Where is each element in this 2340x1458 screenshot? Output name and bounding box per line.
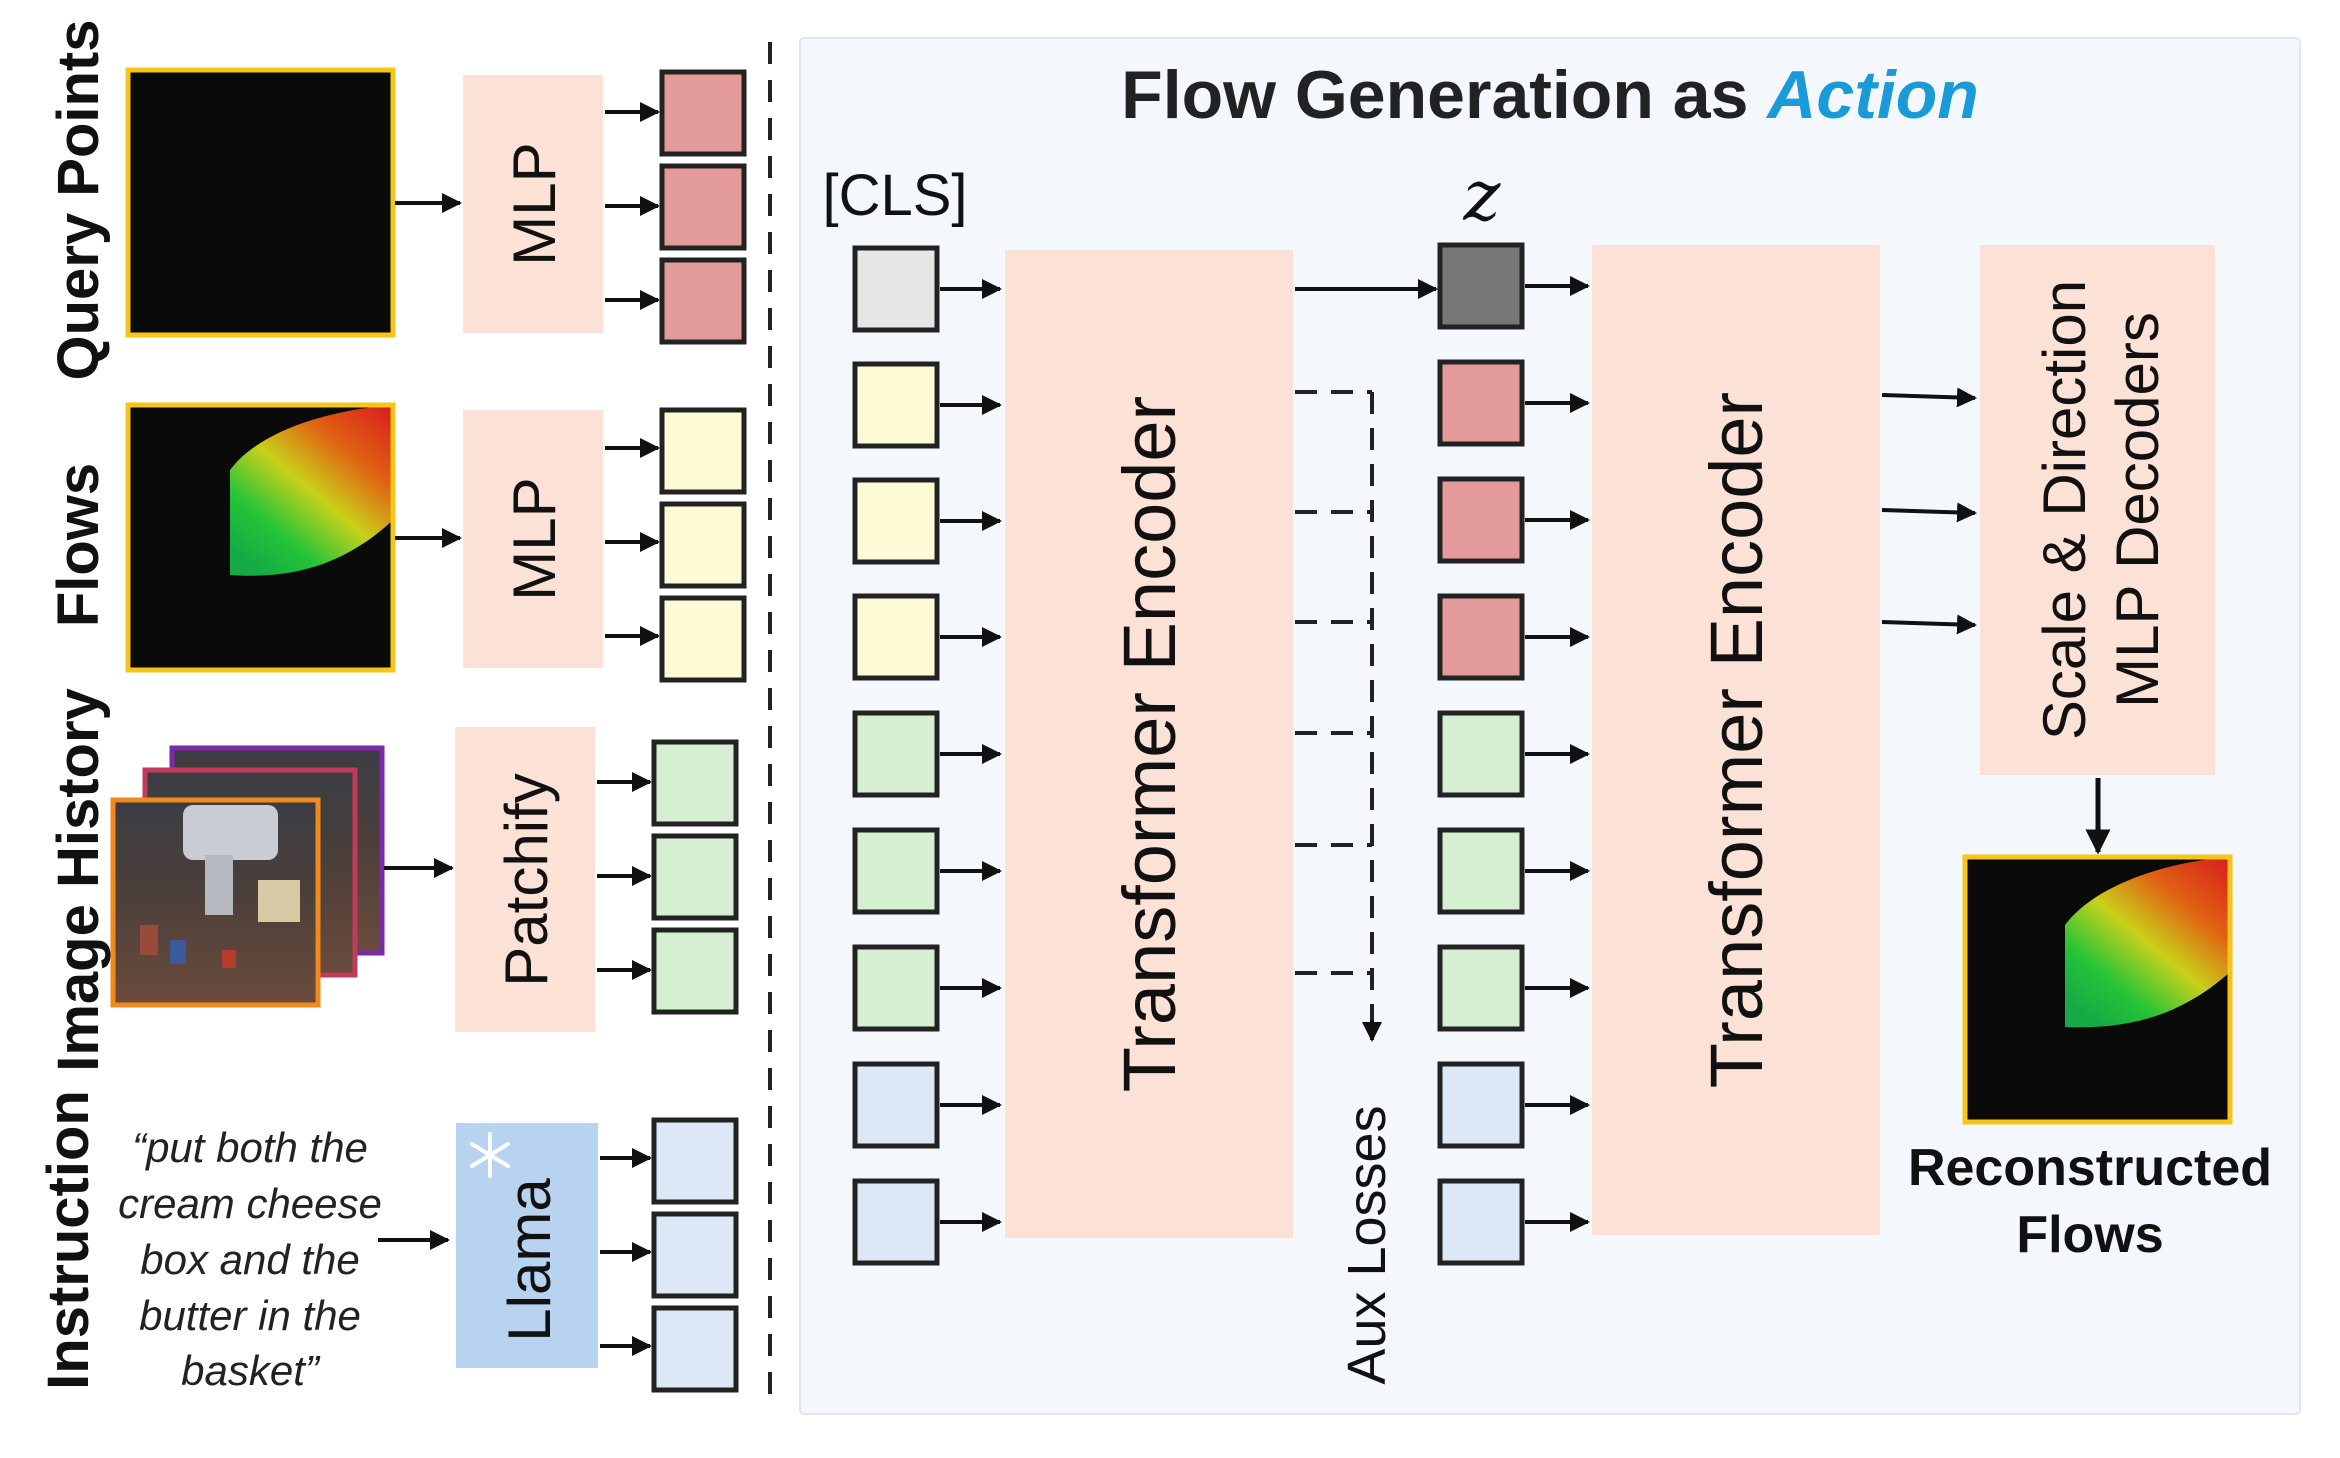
image-token	[1437, 827, 1525, 915]
decoders-label-line1: Scale & Direction	[2031, 280, 2098, 740]
image-token	[852, 944, 940, 1032]
llama-label: Llama	[496, 1178, 563, 1342]
text-token	[651, 1211, 739, 1299]
query-token	[1437, 593, 1525, 681]
image-history-label: Image History	[46, 688, 111, 1072]
encoder1-input-arrows	[940, 279, 1002, 1232]
instruction-line: cream cheese	[118, 1180, 382, 1227]
reconstructed-flows-image	[1962, 854, 2233, 1125]
text-token	[1437, 1178, 1525, 1266]
flow-token	[852, 361, 940, 449]
transformer-encoder-1	[1005, 250, 1293, 1238]
query-points-label: Query Points	[46, 20, 111, 381]
text-token	[651, 1117, 739, 1205]
text-token	[1437, 1061, 1525, 1149]
z-label: z	[1463, 155, 1502, 237]
input-arrows	[378, 193, 462, 1250]
decoders-label-line2: MLP Decoders	[2104, 312, 2171, 708]
encoder2-output-arrows	[1881, 387, 1977, 635]
patchify-module	[455, 727, 595, 1032]
reconstructed-label-line1: Reconstructed	[1908, 1139, 2272, 1197]
image-token	[852, 710, 940, 798]
image-token	[651, 833, 739, 921]
flow-token	[852, 477, 940, 565]
image-token	[1437, 944, 1525, 1032]
query-points-image	[125, 67, 396, 338]
text-token	[852, 1061, 940, 1149]
query-token	[1437, 476, 1525, 564]
text-token	[651, 1305, 739, 1393]
text-token	[852, 1178, 940, 1266]
robot-gripper-shape	[183, 805, 278, 860]
cls-label: [CLS]	[822, 163, 967, 228]
patchify-label: Patchify	[493, 773, 560, 986]
encoder-1-label: Transformer Encoder	[1108, 396, 1191, 1092]
image-token	[1437, 710, 1525, 798]
z-token	[1437, 242, 1525, 330]
instruction-line: “put both the	[132, 1124, 368, 1171]
aux-losses-label: Aux Losses	[1337, 1105, 1397, 1384]
instruction-line: box and the	[140, 1236, 360, 1283]
module-to-token-arrows	[597, 102, 660, 1356]
flow-token	[852, 593, 940, 681]
transformer-encoder-2	[1592, 245, 1880, 1235]
instruction-line: butter in the	[139, 1292, 361, 1339]
query-token	[1437, 359, 1525, 447]
flow-token	[659, 595, 747, 683]
aux-loss-dashed-lines	[1295, 390, 1374, 1022]
image-history-stack	[110, 745, 385, 1008]
mlp-flows-module	[463, 410, 603, 668]
query-token	[659, 257, 747, 345]
instruction-label: Instruction	[36, 1090, 101, 1390]
flows-image	[125, 402, 396, 673]
image-token	[852, 827, 940, 915]
mlp-decoders-module	[1980, 245, 2215, 775]
query-token	[659, 69, 747, 157]
instruction-text: “put both the cream cheese box and the b…	[118, 1124, 382, 1394]
llama-module	[456, 1123, 598, 1368]
flow-token	[659, 407, 747, 495]
query-token	[659, 163, 747, 251]
flow-token	[659, 501, 747, 589]
mlp-query-module	[463, 75, 603, 333]
panel-title: Flow Generation as Action	[1121, 57, 1979, 133]
snowflake-icon	[470, 1132, 510, 1178]
mlp-query-label: MLP	[501, 142, 568, 265]
image-token	[651, 739, 739, 827]
encoder2-input-arrows	[1525, 276, 1590, 1232]
cls-token	[852, 245, 940, 333]
instruction-line: basket”	[181, 1347, 321, 1394]
flows-label: Flows	[46, 463, 111, 627]
mlp-flows-label: MLP	[501, 477, 568, 600]
reconstructed-label-line2: Flows	[2016, 1206, 2163, 1264]
encoder-2-label: Transformer Encoder	[1695, 392, 1778, 1088]
image-token	[651, 927, 739, 1015]
